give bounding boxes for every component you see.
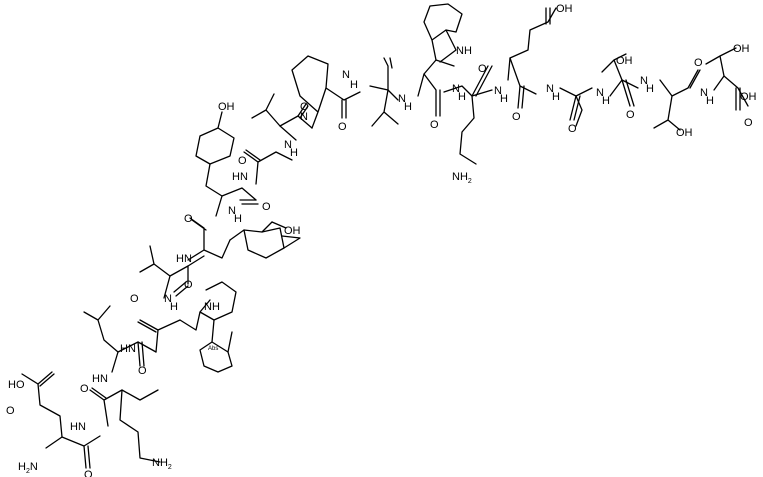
atom-o: O xyxy=(478,63,487,75)
atom-o: O xyxy=(84,469,93,477)
bond-skeleton xyxy=(21,3,749,469)
atom-n: N xyxy=(164,293,172,305)
atom-o: O xyxy=(6,405,15,417)
atom-o: O xyxy=(430,119,439,131)
atom-h: H xyxy=(602,95,610,107)
atom-oh-tyr-upper: OH xyxy=(218,101,235,113)
atom-h: H xyxy=(500,93,508,105)
atom-o: O xyxy=(184,279,193,291)
atom-o: O xyxy=(184,213,193,225)
atom-oh: OH xyxy=(616,55,633,67)
atom-o: O xyxy=(694,57,703,69)
atom-o: O xyxy=(744,117,753,129)
atom-oh-acid: OH xyxy=(740,91,757,103)
atom-h: H xyxy=(404,101,412,113)
atom-o: O xyxy=(238,155,247,167)
atom-o: O xyxy=(262,201,271,213)
atom-oh-tyr-lower: OH xyxy=(284,225,301,237)
atom-h: H xyxy=(234,213,242,225)
atom-hn: HN xyxy=(70,421,86,433)
atom-o: O xyxy=(80,383,89,395)
atom-h: H xyxy=(350,79,358,91)
atom-n: N xyxy=(596,87,604,99)
atom-nh2-lower: NH2 xyxy=(152,457,172,471)
abs-stereo-label: Abs xyxy=(208,346,218,352)
atom-o: O xyxy=(338,121,347,133)
atom-o: O xyxy=(138,365,147,377)
atom-h: H xyxy=(458,91,466,103)
atom-h: H xyxy=(706,95,714,107)
atom-n: N xyxy=(342,69,350,81)
atom-o: O xyxy=(130,293,139,305)
atom-o: O xyxy=(512,111,521,123)
atom-nh-indole-lower: NH xyxy=(204,301,220,313)
atom-hn: HN xyxy=(120,343,136,355)
atom-n: N xyxy=(700,87,708,99)
atom-oh: OH xyxy=(733,43,750,55)
atom-oh-glu: HO xyxy=(8,379,25,391)
atom-h: H xyxy=(290,147,298,159)
atom-o: O xyxy=(568,123,577,135)
atom-n-pro: N xyxy=(300,111,308,123)
atom-n: N xyxy=(452,83,460,95)
atom-n: N xyxy=(284,139,292,151)
atom-n: N xyxy=(640,75,648,87)
atom-oh-lower: OH xyxy=(676,127,693,139)
atom-n: N xyxy=(546,83,554,95)
atom-o: O xyxy=(300,101,309,113)
atom-hn: HN xyxy=(232,171,248,183)
atom-labels: OH NH OH OH N H O N N H N H N H N H N H … xyxy=(6,3,757,477)
atom-h2n-terminal: H2N xyxy=(18,461,38,475)
atom-h: H xyxy=(170,301,178,313)
atom-hn: HN xyxy=(176,253,192,265)
atom-hn: HN xyxy=(92,373,108,385)
atom-n: N xyxy=(228,205,236,217)
atom-h: H xyxy=(646,83,654,95)
atom-nh2-upper: NH2 xyxy=(452,171,472,185)
atom-nh-indole-upper: NH xyxy=(456,45,472,57)
atom-n: N xyxy=(398,93,406,105)
atom-oh: OH xyxy=(556,3,573,15)
atom-h: H xyxy=(552,91,560,103)
atom-o: O xyxy=(626,109,635,121)
atom-n: N xyxy=(494,85,502,97)
